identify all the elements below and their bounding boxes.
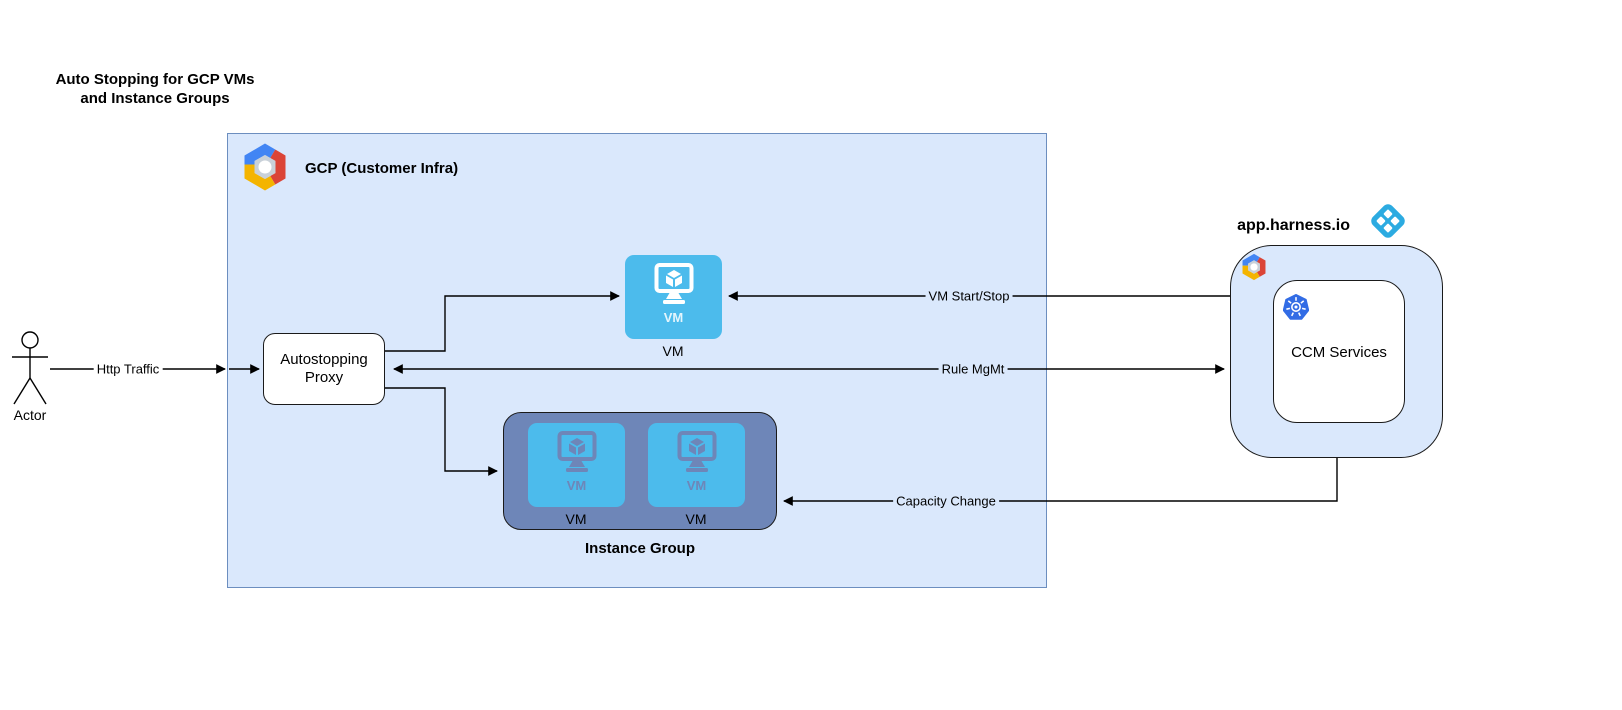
instance-group-vm1-label: VM [565, 511, 587, 527]
edge-label-http-traffic: Http Traffic [93, 361, 163, 377]
vm-icon-label: VM [686, 478, 707, 493]
autostopping-proxy-label: Autostopping Proxy [280, 351, 368, 386]
actor-label: Actor [13, 407, 47, 423]
harness-logo-icon [1368, 201, 1408, 241]
vm-monitor-icon [552, 431, 602, 475]
actor-figure [12, 331, 48, 405]
diagram-title-line1: Auto Stopping for GCP VMs [55, 71, 255, 88]
vm-node: VM [625, 255, 722, 339]
autostopping-proxy-node: Autostopping Proxy [263, 333, 385, 405]
edge-label-vm-start-stop: VM Start/Stop [925, 288, 1013, 304]
vm-node-label: VM [662, 343, 684, 359]
diagram-title-line2: and Instance Groups [80, 90, 230, 107]
edge-label-capacity-change: Capacity Change [893, 493, 999, 509]
ccm-services-label: CCM Services [1291, 344, 1387, 361]
edge-label-rule-mgmt: Rule MgMt [938, 361, 1008, 377]
instance-group-vm1: VM [528, 423, 625, 507]
vm-monitor-icon [649, 263, 699, 307]
kubernetes-icon [1283, 294, 1309, 320]
gcp-logo-icon [240, 142, 290, 192]
diagram-title: Auto Stopping for GCP VMs and Instance G… [30, 70, 280, 108]
vm-monitor-icon [672, 431, 722, 475]
gcp-container-label: GCP (Customer Infra) [305, 160, 459, 177]
instance-group-vm2: VM [648, 423, 745, 507]
instance-group-vm2-label: VM [685, 511, 707, 527]
vm-icon-label: VM [566, 478, 587, 493]
instance-group-label: Instance Group [584, 540, 696, 557]
gcp-logo-icon-small [1240, 253, 1268, 281]
vm-icon-label: VM [663, 310, 684, 325]
harness-domain-label: app.harness.io [1237, 217, 1350, 234]
